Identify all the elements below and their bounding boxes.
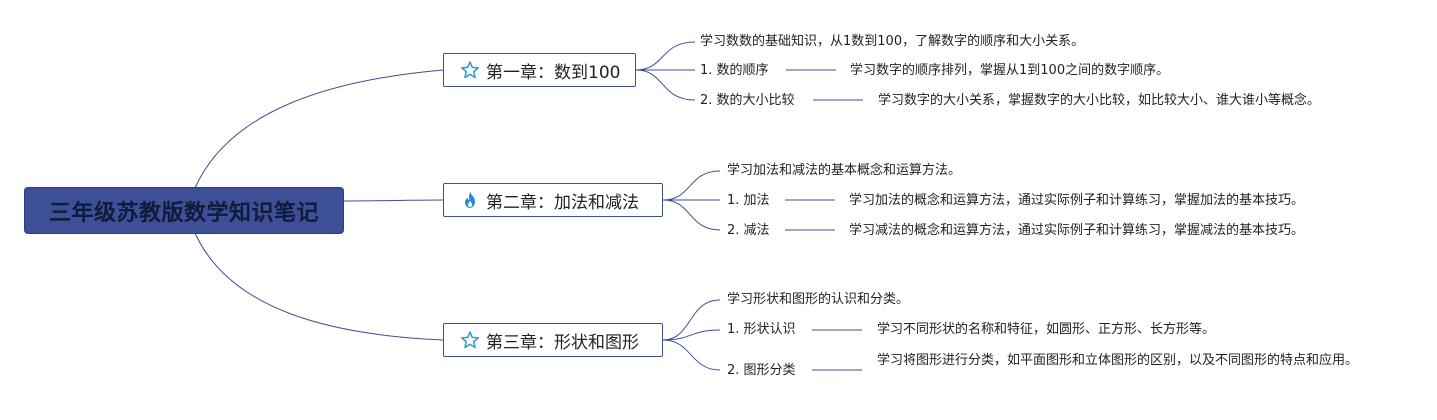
root-to-chapter-2-line [342, 199, 444, 202]
ch1-branch-item-2 [635, 69, 696, 101]
chapter-2-title: 第二章：加法和减法 [486, 192, 639, 213]
chapter-1-item-1-detail: 学习数字的顺序排列，掌握从1到100之间的数字顺序。 [850, 63, 1170, 78]
chapter-2-item-1-label: 1. 加法 [727, 193, 770, 208]
chapter-3-item-2-label: 2. 图形分类 [727, 363, 796, 378]
chapter-2-item-2-detail: 学习减法的概念和运算方法，通过实际例子和计算练习，掌握减法的基本技巧。 [849, 223, 1305, 238]
chapter-3-item-2-detail: 学习将图形进行分类，如平面图形和立体图形的区别，以及不同图形的特点和应用。 [877, 353, 1359, 368]
root-title: 三年级苏教版数学知识笔记 [48, 200, 319, 226]
ch3-branch-summary [662, 299, 721, 341]
chapter-3-summary: 学习形状和图形的认识和分类。 [727, 292, 910, 307]
chapter-3-item-1-detail: 学习不同形状的名称和特征，如圆形、正方形、长方形等。 [877, 322, 1216, 337]
ch3-branch-item-1 [662, 329, 721, 341]
ch2-branch-summary [662, 170, 721, 201]
chapter-1-item-2-detail: 学习数字的大小关系，掌握数字的大小比较，如比较大小、谁大谁小等概念。 [878, 93, 1321, 108]
fire-icon [460, 190, 480, 210]
chapter-1-item-1-label: 1. 数的顺序 [700, 63, 769, 78]
chapter-2-item-2-label: 2. 减法 [727, 223, 770, 238]
ch3-branch-item-2 [662, 339, 721, 371]
ch2-branch-item-2 [662, 199, 721, 231]
chapter-3-item-1-label: 1. 形状认识 [727, 322, 796, 337]
chapter-1-summary: 学习数数的基础知识，从1数到100，了解数字的顺序和大小关系。 [700, 34, 1085, 49]
chapter-1-title: 第一章：数到100 [486, 62, 621, 83]
root-node[interactable]: 三年级苏教版数学知识笔记 [25, 188, 343, 233]
ch1-branch-summary [635, 41, 696, 71]
chapter-3-node[interactable]: 第三章：形状和图形 [443, 323, 663, 357]
star-icon [460, 330, 480, 350]
chapter-3-title: 第三章：形状和图形 [486, 332, 639, 353]
chapter-1-item-2-label: 2. 数的大小比较 [700, 93, 795, 108]
chapter-2-item-1-detail: 学习加法的概念和运算方法，通过实际例子和计算练习，掌握加法的基本技巧。 [849, 193, 1305, 208]
chapter-2-node[interactable]: 第二章：加法和减法 [443, 183, 663, 217]
chapter-2-summary: 学习加法和减法的基本概念和运算方法。 [727, 163, 962, 178]
star-icon [460, 60, 480, 80]
root-to-chapter-3-line [194, 232, 444, 341]
chapter-1-node[interactable]: 第一章：数到100 [443, 53, 636, 87]
root-to-chapter-1-line [194, 69, 444, 189]
